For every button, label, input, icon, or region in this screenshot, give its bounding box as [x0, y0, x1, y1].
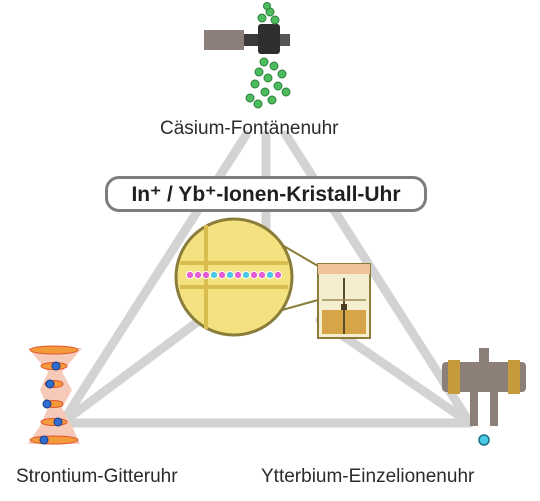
cesium-fountain-icon [204, 2, 291, 109]
ion-crystal-lens [174, 217, 319, 337]
lens-callout-top [281, 244, 319, 267]
cesium-laser-head [244, 34, 258, 46]
label-ytterbium-single-ion: Ytterbium-Einzelionenuhr [261, 466, 475, 487]
ytterbium-ion-trap-icon [442, 348, 526, 446]
label-strontium-lattice: Strontium-Gitteruhr [16, 466, 178, 487]
cesium-laser-body [204, 30, 244, 50]
lens-callout-bottom [281, 299, 319, 311]
label-cesium-fountain: Cäsium-Fontänenuhr [160, 118, 339, 139]
ion-chain [185, 270, 283, 280]
strontium-lattice-icon [28, 345, 82, 445]
trap-chip-icon [317, 263, 371, 339]
cesium-atom-cloud [245, 2, 291, 109]
edge-center-left [57, 315, 205, 428]
cesium-flange [280, 34, 290, 46]
cesium-chamber [258, 24, 280, 54]
center-title: In⁺ / Yb⁺-Ionen-Kristall-Uhr [105, 176, 427, 212]
